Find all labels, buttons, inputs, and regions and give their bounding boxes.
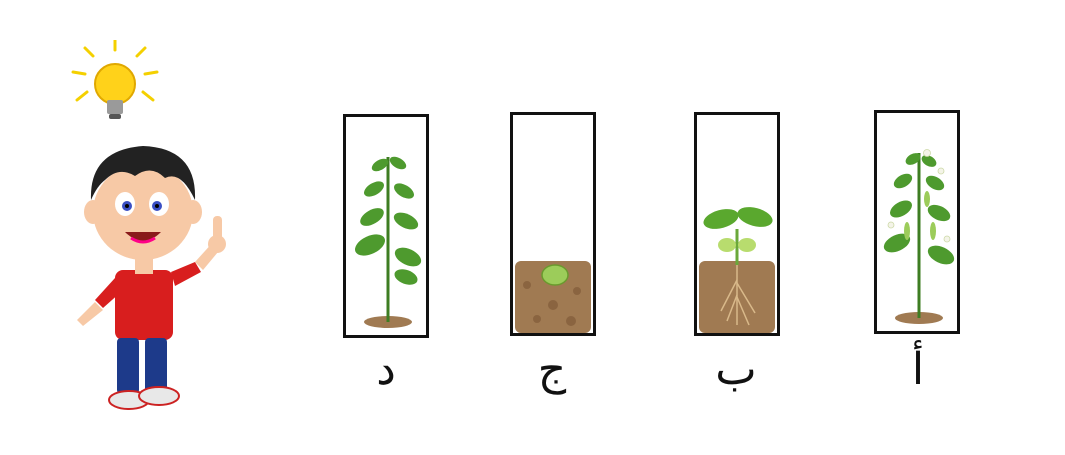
flowering-plant-image: [883, 149, 955, 324]
stage-panel-d: [343, 114, 429, 338]
stage-label-d: د: [376, 344, 396, 395]
seedling-with-roots-image: [699, 207, 775, 333]
seed-in-soil-image: [515, 261, 591, 333]
stage-panel-a: [874, 110, 960, 334]
thinking-boy-illustration: [71, 40, 226, 410]
stage-panel-b: [694, 112, 780, 336]
mature-plant-image: [355, 156, 422, 328]
lightbulb-icon: [71, 40, 159, 119]
stage-label-b: ب: [715, 344, 757, 395]
stage-label-a: أ: [911, 344, 925, 395]
stage-panel-j: [510, 112, 596, 336]
stage-label-j: ج: [537, 344, 567, 395]
